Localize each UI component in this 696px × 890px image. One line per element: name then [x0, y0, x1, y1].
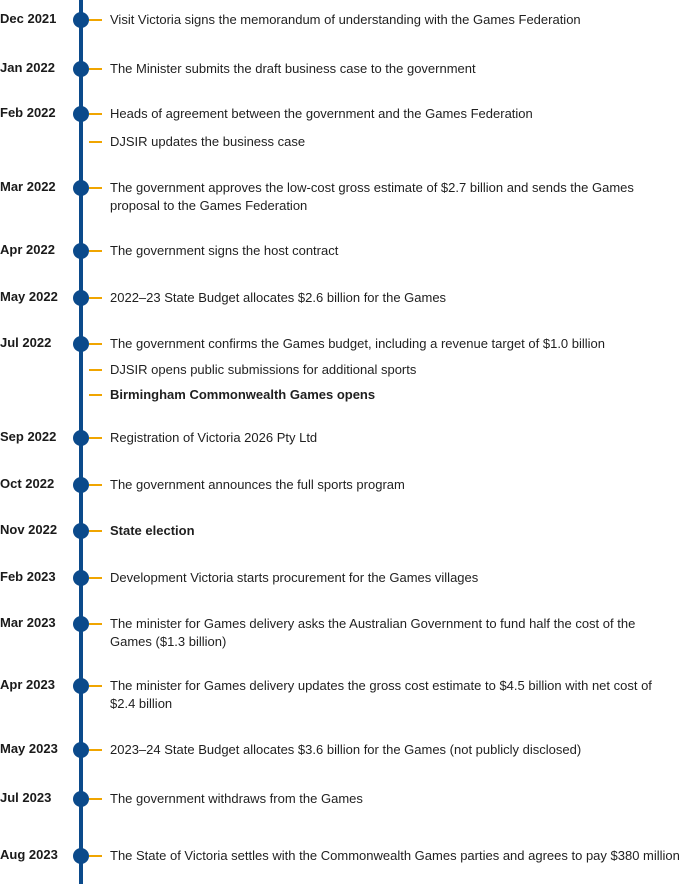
timeline-date: Jul 2022: [0, 335, 52, 350]
timeline-event: The Minister submits the draft business …: [110, 61, 476, 76]
timeline-date: Sep 2022: [0, 429, 57, 444]
timeline-date: Feb 2022: [0, 105, 56, 120]
timeline-date: Mar 2022: [0, 179, 56, 194]
timeline-marker: [73, 106, 89, 122]
timeline-connector: [89, 685, 102, 687]
timeline-connector: [89, 749, 102, 751]
timeline-marker: [73, 678, 89, 694]
timeline-marker: [73, 180, 89, 196]
timeline-marker: [73, 477, 89, 493]
timeline-date: Dec 2021: [0, 11, 57, 26]
timeline-date: Nov 2022: [0, 522, 58, 537]
timeline-event: 2023–24 State Budget allocates $3.6 bill…: [110, 742, 582, 757]
timeline-event: DJSIR updates the business case: [110, 134, 306, 149]
timeline-date: May 2023: [0, 741, 58, 756]
timeline-connector: [89, 437, 102, 439]
timeline-date: Aug 2023: [0, 847, 58, 862]
timeline-connector: [89, 484, 102, 486]
timeline-marker: [73, 12, 89, 28]
timeline-event: The government signs the host contract: [110, 243, 339, 258]
timeline-connector: [89, 68, 102, 70]
timeline-event: Heads of agreement between the governmen…: [110, 106, 533, 121]
timeline-date: Jan 2022: [0, 60, 55, 75]
timeline-date: Oct 2022: [0, 476, 55, 491]
timeline-connector: [89, 250, 102, 252]
timeline-date: Apr 2023: [0, 677, 55, 692]
timeline-event: The minister for Games delivery asks the…: [110, 616, 636, 649]
timeline-marker: [73, 791, 89, 807]
timeline-marker: [73, 523, 89, 539]
timeline-marker: [73, 616, 89, 632]
timeline-date: Feb 2023: [0, 569, 56, 584]
timeline-connector: [89, 855, 102, 857]
timeline-event: The government announces the full sports…: [110, 477, 405, 492]
timeline-date: Mar 2023: [0, 615, 56, 630]
timeline-marker: [73, 290, 89, 306]
timeline-connector: [89, 187, 102, 189]
timeline-connector: [89, 113, 102, 115]
timeline-connector: [89, 577, 102, 579]
timeline-event: The government approves the low-cost gro…: [110, 180, 634, 213]
timeline-event: The minister for Games delivery updates …: [110, 678, 652, 711]
timeline-date: May 2022: [0, 289, 58, 304]
timeline-marker: [73, 742, 89, 758]
timeline-date: Jul 2023: [0, 790, 52, 805]
timeline-event: The State of Victoria settles with the C…: [110, 848, 680, 863]
timeline-event: Birmingham Commonwealth Games opens: [110, 387, 376, 402]
timeline-marker: [73, 336, 89, 352]
timeline-connector: [89, 369, 102, 371]
timeline-event: The government withdraws from the Games: [110, 791, 363, 806]
timeline-event: DJSIR opens public submissions for addit…: [110, 362, 417, 377]
timeline-marker: [73, 570, 89, 586]
timeline-marker: [73, 61, 89, 77]
timeline-connector: [89, 19, 102, 21]
timeline-marker: [73, 430, 89, 446]
timeline-event: The government confirms the Games budget…: [110, 336, 606, 351]
timeline-marker: [73, 848, 89, 864]
timeline-connector: [89, 394, 102, 396]
timeline-event: 2022–23 State Budget allocates $2.6 bill…: [110, 290, 447, 305]
timeline-connector: [89, 141, 102, 143]
timeline-date: Apr 2022: [0, 242, 55, 257]
timeline-connector: [89, 343, 102, 345]
timeline-event: Visit Victoria signs the memorandum of u…: [110, 12, 581, 27]
timeline-connector: [89, 297, 102, 299]
timeline-marker: [73, 243, 89, 259]
timeline-connector: [89, 798, 102, 800]
timeline-event: Development Victoria starts procurement …: [110, 570, 479, 585]
timeline-event: State election: [110, 523, 195, 538]
timeline-connector: [89, 623, 102, 625]
timeline-event: Registration of Victoria 2026 Pty Ltd: [110, 430, 318, 445]
timeline-connector: [89, 530, 102, 532]
